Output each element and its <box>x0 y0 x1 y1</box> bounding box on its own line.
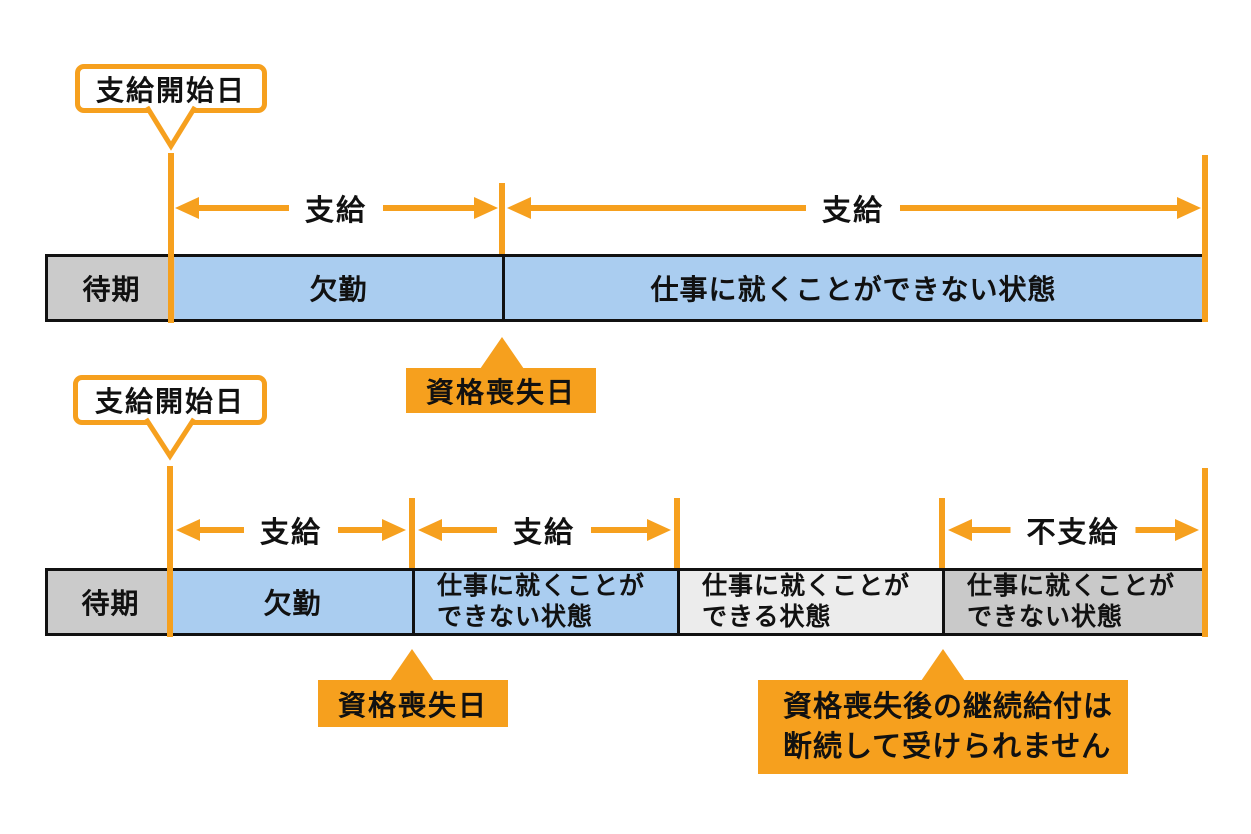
bar1-segment-waiting-period: 待期 <box>48 257 175 319</box>
unable-again-tick <box>939 498 945 568</box>
bar2-segment-unable1-line2: できない状態 <box>437 603 594 631</box>
timeline-bar-before-loss: 待期 欠勤 仕事に就くことができない状態 <box>45 254 1205 322</box>
bar2-segment-able-to-work: 仕事に就くことが できる状態 <box>680 571 945 633</box>
d1-arrow1-left-head-icon <box>175 197 199 219</box>
bar1-segment-waiting-label: 待期 <box>82 274 141 305</box>
loss-date-pointer-triangle-1 <box>480 337 524 369</box>
d1-arrow2-left-head-icon <box>507 197 531 219</box>
able-state-tick <box>674 498 680 568</box>
payment-start-date-label-2: 支給開始日 <box>94 386 245 417</box>
bar2-segment-able-line2: できる状態 <box>702 603 832 631</box>
d1-payable-span-label-1: 支給 <box>288 187 384 229</box>
d2-nonpayable-span-label: 不支給 <box>1010 509 1136 551</box>
loss-date-tick-2 <box>409 498 415 568</box>
bar1-segment-unable-to-work: 仕事に就くことができない状態 <box>505 257 1202 319</box>
qualification-loss-date-callout-2: 資格喪失日 <box>318 680 508 727</box>
d2-arrow1-right-head-icon <box>382 519 406 541</box>
bar2-segment-unable2-line1: 仕事に就くことが <box>967 572 1176 600</box>
d2-arrow2-left-head-icon <box>418 519 442 541</box>
d2-arrow2-right-head-icon <box>647 519 671 541</box>
note-pointer-triangle <box>921 649 965 681</box>
d2-payable-span-label-2: 支給 <box>496 509 592 551</box>
qualification-loss-date-label-1: 資格喪失日 <box>425 376 576 408</box>
d1-arrow1-right-head-icon <box>474 197 498 219</box>
timeline-bar-after-loss: 待期 欠勤 仕事に就くことが できない状態 仕事に就くことが できる状態 仕事に… <box>45 568 1205 636</box>
bar2-segment-waiting-label: 待期 <box>81 588 140 619</box>
d2-arrow3-left-head-icon <box>948 519 972 541</box>
loss-date-tick-1 <box>499 183 505 254</box>
d1-arrow2-right-head-icon <box>1177 197 1201 219</box>
payment-start-date-label-1: 支給開始日 <box>95 74 246 106</box>
continuation-benefit-note-callout: 資格喪失後の継続給付は 断続して受けられません <box>758 680 1128 774</box>
qualification-loss-date-label-2: 資格喪失日 <box>337 689 488 721</box>
loss-date-pointer-triangle-2 <box>390 649 434 681</box>
bar1-segment-absence: 欠勤 <box>175 257 505 319</box>
payment-start-date-callout-1: 支給開始日 <box>75 64 267 113</box>
qualification-loss-date-callout-1: 資格喪失日 <box>406 368 596 413</box>
continuation-benefit-note-line2: 断続して受けられません <box>783 731 1112 763</box>
payment-start-date-callout-2: 支給開始日 <box>73 375 267 425</box>
bar1-segment-absence-label: 欠勤 <box>309 274 368 305</box>
bar2-segment-unable2-line2: できない状態 <box>967 603 1124 631</box>
bar2-segment-absence: 欠勤 <box>173 571 415 633</box>
bar2-segment-able-line1: 仕事に就くことが <box>702 572 911 600</box>
d2-arrow1-left-head-icon <box>176 519 200 541</box>
bar2-segment-unable-to-work-1: 仕事に就くことが できない状態 <box>415 571 680 633</box>
d2-payable-span-label-1: 支給 <box>243 509 339 551</box>
bar2-segment-absence-label: 欠勤 <box>263 588 322 619</box>
bar2-segment-unable1-line1: 仕事に就くことが <box>437 572 646 600</box>
bar2-segment-waiting-period: 待期 <box>48 571 173 633</box>
d2-arrow3-right-head-icon <box>1175 519 1199 541</box>
bar1-segment-unable-label: 仕事に就くことができない状態 <box>650 274 1057 305</box>
continuation-benefit-note-line1: 資格喪失後の継続給付は <box>783 691 1114 723</box>
bar2-segment-unable-to-work-2: 仕事に就くことが できない状態 <box>945 571 1202 633</box>
d1-payable-span-label-2: 支給 <box>805 187 901 229</box>
